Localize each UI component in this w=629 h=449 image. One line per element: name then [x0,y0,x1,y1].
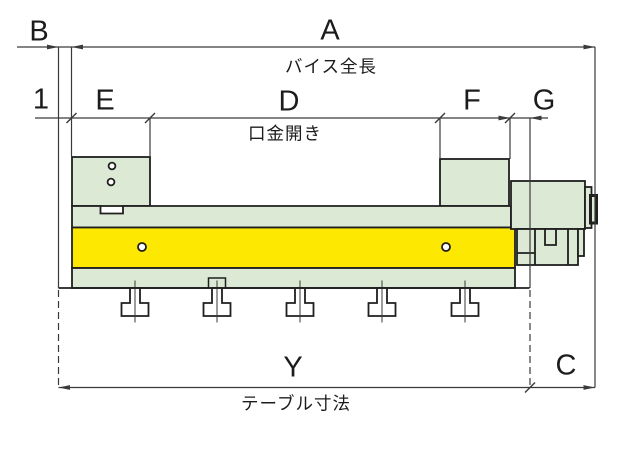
tick [66,112,77,124]
arrow-A-right [583,44,595,50]
dim-label-1: 1 [32,83,50,116]
vise-body-top [71,205,512,229]
caption-vise-total-length: バイス全長 [285,56,377,77]
dim-arrows-group [47,44,595,390]
vise-body-group [71,156,598,289]
slide-hole-right [441,242,451,252]
arrow-F-right [498,115,510,121]
dim-label-G: G [532,84,556,117]
caption-jaw-opening: 口金開き [248,123,322,144]
dim-label-A: A [320,14,340,47]
dim-label-E: E [95,84,115,117]
screw-assembly-lines [517,229,569,265]
tick [144,112,156,124]
dim-label-B: B [29,15,49,48]
arrow-A-left [71,44,83,50]
screw-housing [510,180,586,230]
tick [434,112,446,124]
arrow-B-left [47,44,59,50]
slide-hole-left [137,242,147,252]
jaw-hole-bottom [106,177,116,187]
handle-end-cap [589,194,598,225]
movable-jaw [439,158,510,207]
dim-ticks-group [66,112,536,393]
arrow-Y-left [58,385,70,390]
screw-step [577,228,585,257]
dim-label-Y: Y [283,351,303,384]
screw-slot [544,229,557,246]
vise-base [71,267,516,289]
tick [524,382,536,393]
arrow-G-right [530,115,542,121]
dim-label-D: D [278,85,300,118]
arrow-C-right [583,385,595,390]
dim-label-F: F [463,84,481,117]
dim-label-C: C [555,349,577,382]
caption-table-dimension: テーブル寸法 [241,393,351,414]
dimension-lines-group [17,46,596,389]
jaw-hole-top [107,161,117,171]
